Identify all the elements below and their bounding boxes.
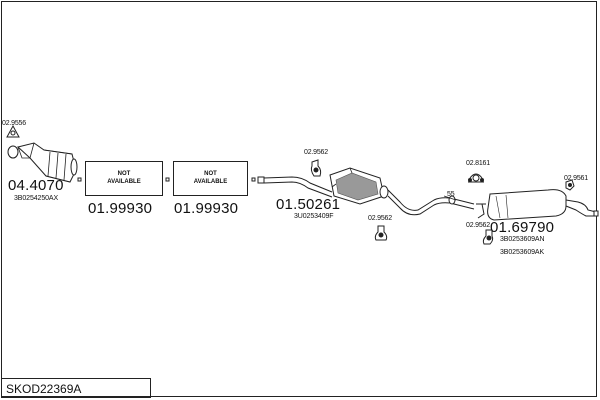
mount-rear-top-icon [468,173,484,183]
diagram-id: SKOD22369A [1,378,151,398]
part-number-clamp: 55 [447,191,455,198]
part-number-placeholder-1: 01.99930 [88,200,153,217]
mount-rear-left-icon [482,229,494,245]
oem-number-rear-silencer-1: 3B0253609AN [500,236,545,243]
mount-mid-bottom-icon [374,225,388,241]
part-number-rear-silencer: 01.69790 [490,219,555,236]
catalytic-converter-icon [7,142,82,183]
rear-pipe-icon [387,189,475,216]
part-number-mount-rear-left: 02.9562 [466,222,490,229]
oem-number-middle-silencer: 3U0253409F [294,213,334,220]
oem-number-cat-converter: 3B0254250AX [14,195,59,202]
part-number-gasket-front: 02.9556 [2,120,26,127]
rear-silencer-icon [476,189,599,221]
not-available-box-1: NOT AVAILABLE [85,161,163,196]
part-number-mount-rear-right: 02.9561 [564,175,588,182]
part-number-mount-rear-top: 02.8161 [466,160,490,167]
part-number-mount-mid-bottom: 02.9562 [368,215,392,222]
connector-icon [251,177,256,182]
middle-pipe-icon [257,176,333,198]
mount-rear-right-icon [565,179,575,191]
connector-icon [165,177,170,182]
gasket-front-icon [6,124,20,138]
middle-silencer-icon [329,167,389,205]
oem-number-rear-silencer-2: 3B0253609AK [500,249,545,256]
part-number-middle-silencer: 01.50261 [276,196,341,213]
part-number-mount-mid-top: 02.9562 [304,149,328,156]
mount-mid-top-icon [310,159,322,177]
not-available-box-2: NOT AVAILABLE [173,161,248,196]
part-number-cat-converter: 04.4070 [8,177,64,194]
part-number-placeholder-2: 01.99930 [174,200,239,217]
clamp-icon [443,195,457,205]
